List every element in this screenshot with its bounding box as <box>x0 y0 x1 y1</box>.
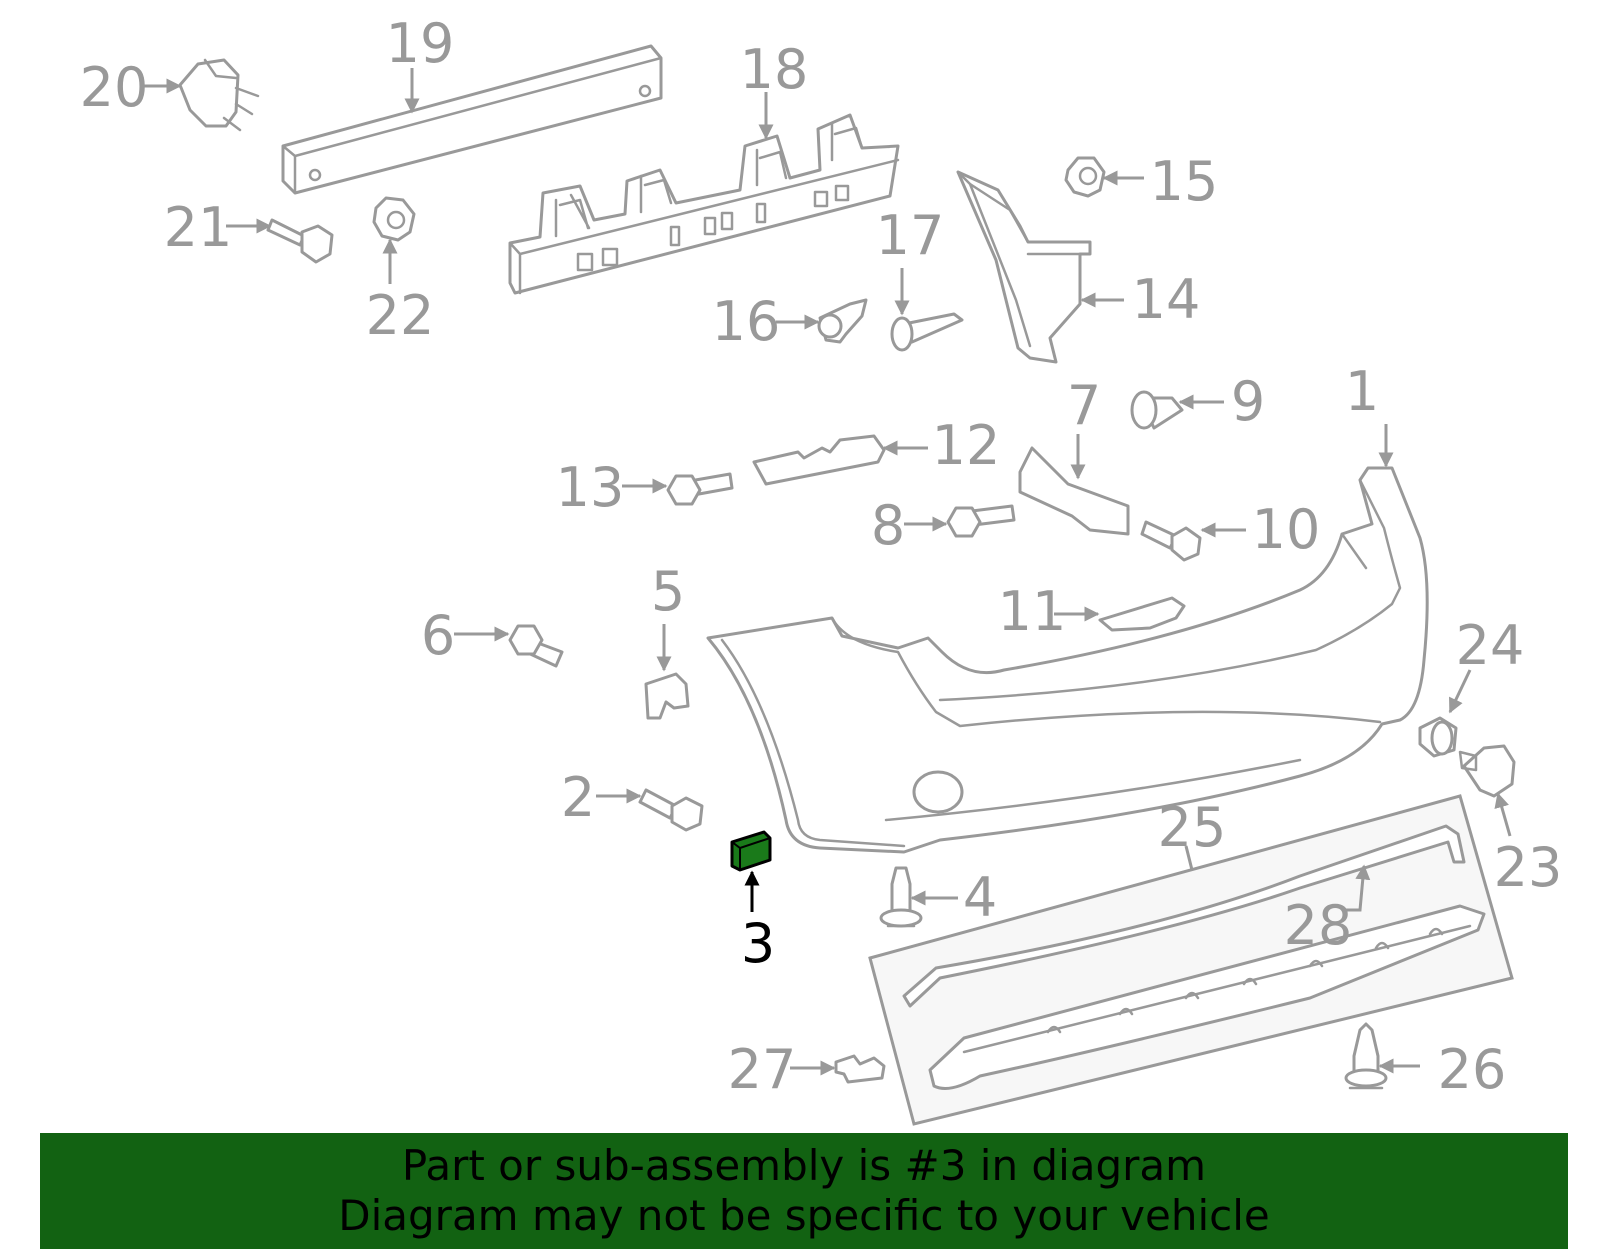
callout-13: 13 <box>556 456 625 519</box>
part-23-cap <box>1458 744 1516 798</box>
callout-25: 25 <box>1158 796 1227 859</box>
part-21-bolt <box>266 218 334 264</box>
callout-11: 11 <box>998 580 1067 643</box>
callout-labels: 1 2 3 4 5 6 7 8 9 10 11 12 13 14 15 16 1… <box>80 12 1563 1101</box>
part-6-bolt <box>508 624 564 668</box>
part-15-nut <box>1064 156 1106 198</box>
part-5-clip <box>644 672 690 720</box>
part-27-clip <box>834 1054 886 1084</box>
callout-8: 8 <box>871 494 905 557</box>
part-16-clip <box>817 298 868 344</box>
part-2-bolt <box>638 788 704 832</box>
part-8-bolt <box>946 504 1016 538</box>
part-25-lower-panel <box>868 794 1514 1126</box>
callout-2: 2 <box>561 766 595 829</box>
part-4-push-pin <box>879 866 923 928</box>
callout-1: 1 <box>1345 360 1379 423</box>
callout-28: 28 <box>1284 894 1353 957</box>
callout-22: 22 <box>366 284 435 347</box>
part-13-bolt <box>666 472 734 506</box>
callout-4: 4 <box>963 866 997 929</box>
callout-19: 19 <box>386 12 455 75</box>
banner-line-disclaimer: Diagram may not be specific to your vehi… <box>338 1191 1270 1240</box>
part-12-strip <box>752 434 886 486</box>
leader-lines <box>142 68 1512 1076</box>
info-banner: Part or sub-assembly is #3 in diagram Di… <box>40 1133 1568 1249</box>
callout-21: 21 <box>164 196 233 259</box>
callout-16: 16 <box>712 290 781 353</box>
part-22-nut <box>372 196 416 242</box>
part-20-bracket <box>178 58 260 132</box>
callout-9: 9 <box>1231 370 1265 433</box>
part-1-bumper-cover <box>706 466 1429 854</box>
callout-6: 6 <box>421 604 455 667</box>
callout-24: 24 <box>1456 614 1525 677</box>
part-7-bracket <box>1018 446 1130 536</box>
part-9-retainer <box>1130 390 1184 430</box>
callout-10: 10 <box>1252 498 1321 561</box>
part-10-bolt <box>1140 520 1202 562</box>
banner-line-part-number: Part or sub-assembly is #3 in diagram <box>401 1141 1207 1190</box>
callout-5: 5 <box>651 560 685 623</box>
callout-20: 20 <box>80 56 149 119</box>
callout-7: 7 <box>1067 374 1101 437</box>
callout-26: 26 <box>1438 1038 1507 1101</box>
callout-12: 12 <box>932 414 1001 477</box>
part-3-highlighted <box>730 830 772 872</box>
callout-14: 14 <box>1132 268 1201 331</box>
part-17-push-clip <box>890 312 964 352</box>
part-14-side-bracket <box>956 170 1092 364</box>
callout-18: 18 <box>740 38 809 101</box>
part-11-molding <box>1098 596 1186 632</box>
callout-17: 17 <box>876 204 945 267</box>
part-18-energy-absorber <box>508 113 900 295</box>
callout-15: 15 <box>1150 150 1219 213</box>
callout-27: 27 <box>728 1038 797 1101</box>
callout-23: 23 <box>1494 836 1563 899</box>
callout-3: 3 <box>741 912 775 975</box>
part-24-nut <box>1418 716 1458 758</box>
part-19-reinforcement-bar <box>281 44 663 195</box>
part-26-push-clip <box>1344 1022 1388 1090</box>
